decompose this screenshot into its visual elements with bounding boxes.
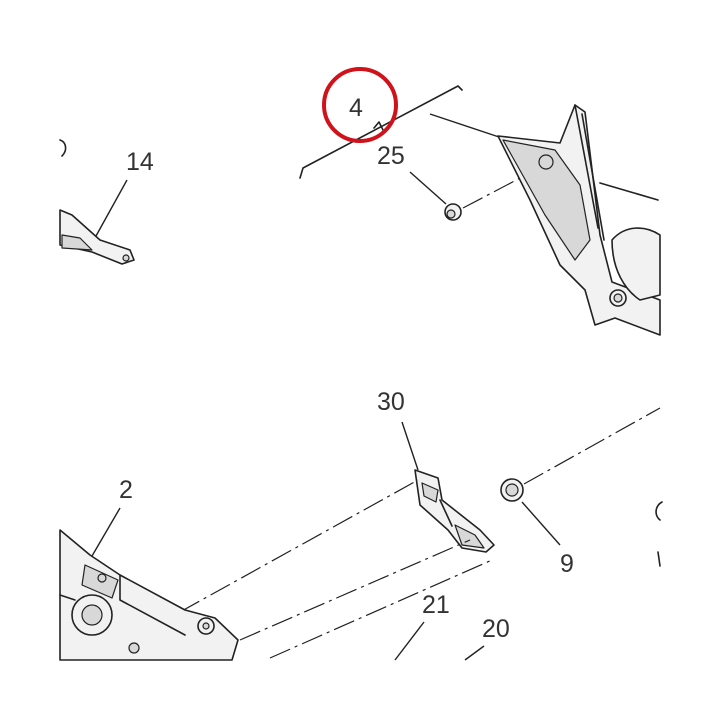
part-25-nut (444, 203, 462, 221)
part-4-rod (299, 85, 463, 179)
centerline-30-a (179, 479, 419, 613)
centerline-30-b (239, 539, 471, 641)
callout-25: 25 (377, 142, 405, 170)
part-14-lever (59, 139, 135, 265)
leader-14 (95, 179, 128, 237)
leader-25 (409, 171, 447, 205)
callout-14: 14 (126, 148, 154, 176)
part-9-bushing (500, 478, 524, 502)
callout-21: 21 (422, 591, 450, 619)
upper-bracket-assembly (429, 104, 661, 336)
leader-21 (394, 621, 425, 661)
leader-9 (521, 501, 561, 546)
leader-20 (464, 645, 485, 661)
cropped-fragment-right (655, 501, 663, 567)
centerline-9 (523, 407, 661, 485)
callout-20: 20 (482, 615, 510, 643)
callout-9: 9 (560, 550, 574, 578)
part-30-plate (414, 469, 495, 553)
callout-4: 4 (349, 94, 363, 122)
leader-30 (401, 421, 419, 471)
centerline-30-c (269, 559, 493, 659)
part-2-frame (59, 529, 239, 661)
leader-2 (91, 507, 121, 557)
highlight-circle (322, 67, 398, 143)
callout-2: 2 (119, 476, 133, 504)
callout-30: 30 (377, 388, 405, 416)
